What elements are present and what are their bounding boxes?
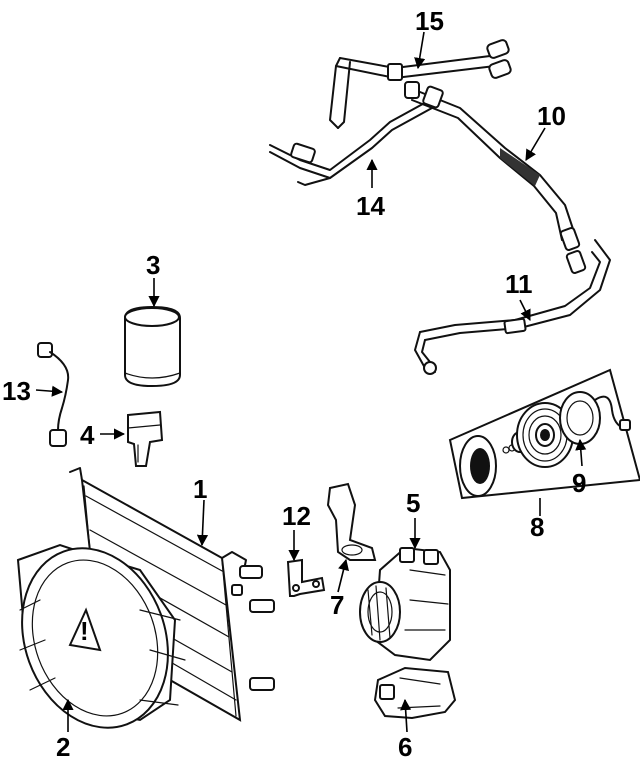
part-14-liquid-line[interactable] [269, 99, 433, 186]
clutch-pulley [516, 402, 574, 468]
callout-3: 3 [146, 250, 160, 280]
part-3-receiver-drier[interactable] [124, 305, 181, 388]
callout-4: 4 [80, 420, 95, 450]
part-4-drier-bracket[interactable] [127, 410, 164, 467]
callout-11: 11 [505, 269, 533, 299]
callout-5: 5 [406, 488, 420, 518]
part-12-bracket[interactable] [286, 558, 326, 597]
callout-1: 1 [193, 474, 207, 504]
part-8-clutch-assembly[interactable] [448, 368, 640, 500]
callout-6: 6 [398, 732, 412, 762]
callout-8: 8 [530, 512, 544, 542]
callout-13: 13 [2, 376, 31, 406]
part-10-discharge-hose[interactable] [404, 81, 587, 274]
callout-12: 12 [282, 501, 311, 531]
leader-lines [35, 31, 587, 733]
part-7-compressor-bracket[interactable] [326, 482, 377, 561]
part-13-pressure-switch[interactable] [37, 342, 70, 447]
callout-14: 14 [356, 191, 385, 221]
part-15-refrigerant-lines[interactable] [329, 39, 512, 129]
callout-9: 9 [572, 468, 586, 498]
part-6-compressor-mount[interactable] [373, 666, 457, 720]
callout-2: 2 [56, 732, 70, 762]
part-9-field-coil[interactable] [559, 391, 631, 445]
callout-15: 15 [415, 6, 444, 36]
part-5-compressor[interactable] [359, 546, 451, 662]
part-11-suction-hose[interactable] [414, 239, 611, 375]
warning-symbol: ! [80, 616, 89, 646]
callout-labels: 15 10 14 3 11 13 4 9 1 5 12 8 7 2 6 [2, 6, 586, 762]
part-2-fan-shroud[interactable]: ! [0, 528, 192, 749]
callout-10: 10 [537, 101, 566, 131]
callout-7: 7 [330, 590, 344, 620]
clutch-plate [459, 435, 497, 497]
